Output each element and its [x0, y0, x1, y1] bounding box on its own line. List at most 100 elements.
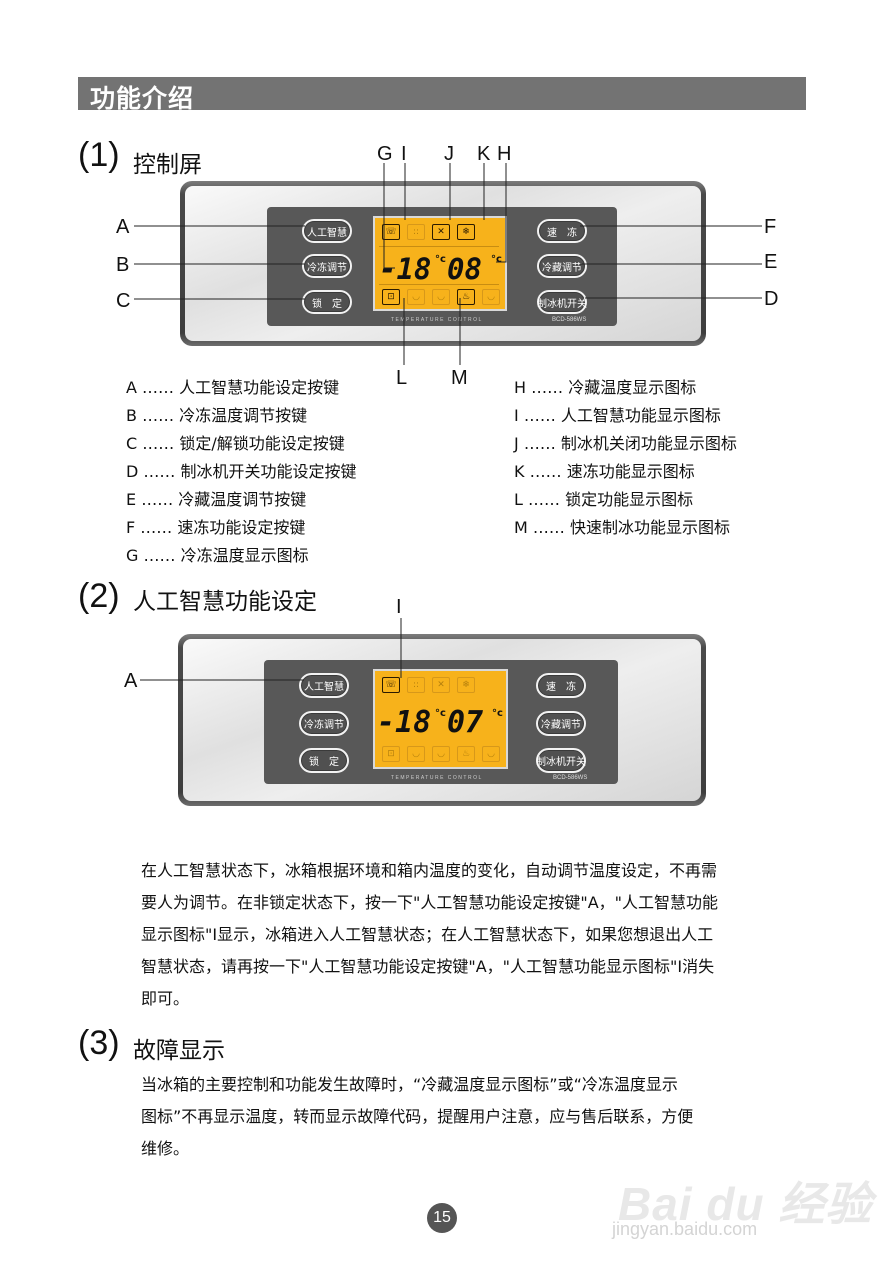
legend-left: A …… 人工智慧功能设定按键 B …… 冷冻温度调节按键 C …… 锁定/解锁…: [126, 374, 357, 570]
legend-item: G …… 冷冻温度显示图标: [126, 546, 309, 565]
legend-item: I …… 人工智慧功能显示图标: [514, 406, 721, 425]
baidu-watermark-url: jingyan.baidu.com: [612, 1219, 758, 1239]
lcd-top-icons: ☏ :: ✕ ❄: [382, 677, 475, 693]
section1-number: (1): [78, 136, 120, 174]
freezer-unit: °c: [435, 254, 446, 265]
quick-freeze-icon: ❄: [457, 677, 475, 693]
legend-item: E …… 冷藏温度调节按键: [126, 490, 307, 509]
blank-indicator-icon: ::: [407, 677, 425, 693]
freezer-temp-display: -18: [377, 705, 432, 740]
lcd-divider-bottom: [379, 284, 499, 285]
quick-freeze-button[interactable]: 速 冻: [537, 219, 587, 243]
callout-i: I: [401, 143, 407, 165]
icemaker-off-icon: ✕: [432, 224, 450, 240]
legend-item: L …… 锁定功能显示图标: [514, 490, 694, 509]
blank-indicator-icon: ◡: [482, 289, 500, 305]
section3-title: 故障显示: [133, 1038, 225, 1064]
icemaker-switch-button[interactable]: 制冰机开关: [537, 290, 587, 314]
section3-number: (3): [78, 1024, 120, 1062]
blank-indicator-icon: ◡: [432, 746, 450, 762]
legend-item: H …… 冷藏温度显示图标: [514, 378, 697, 397]
blank-indicator-icon: ◡: [407, 746, 425, 762]
lock-button[interactable]: 锁 定: [302, 290, 352, 314]
fridge-unit: °c: [491, 254, 502, 265]
section2-number: (2): [78, 577, 120, 615]
lock-indicator-icon: ⊡: [382, 746, 400, 762]
lcd-bottom-icons: ⊡ ◡ ◡ ♨ ◡: [382, 746, 500, 762]
legend-item: C …… 锁定/解锁功能设定按键: [126, 434, 345, 453]
ai-wisdom-button[interactable]: 人工智慧: [299, 673, 349, 698]
legend-item: M …… 快速制冰功能显示图标: [514, 518, 731, 537]
lcd-bottom-icons: ⊡ ◡ ◡ ♨ ◡: [382, 289, 500, 305]
blank-indicator-icon: ◡: [407, 289, 425, 305]
callout-g: G: [377, 143, 393, 165]
legend-item: J …… 制冰机关闭功能显示图标: [514, 434, 737, 453]
callout-b: B: [116, 254, 130, 276]
section-header-bar: [78, 77, 806, 110]
callout-h: H: [497, 143, 512, 165]
paragraph-line: 智慧状态，请再按一下"人工智慧功能设定按键"A，"人工智慧功能显示图标"I消失: [141, 957, 715, 976]
legend-item: F …… 速冻功能设定按键: [126, 518, 306, 537]
callout-f: F: [764, 216, 777, 238]
lcd-display: ☏ :: ✕ ❄ -18 °c 07 °c ⊡ ◡ ◡ ♨ ◡: [373, 669, 508, 769]
fridge-adjust-button[interactable]: 冷藏调节: [537, 254, 587, 278]
legend-item: A …… 人工智慧功能设定按键: [126, 378, 340, 397]
freezer-temp-display: -18: [379, 252, 432, 286]
panel-face: 人工智慧 冷冻调节 锁 定 ☏ :: ✕ ❄ -18 °c 08 °c ⊡ ◡: [267, 207, 617, 326]
legend-item: D …… 制冰机开关功能设定按键: [126, 462, 357, 481]
legend-item: B …… 冷冻温度调节按键: [126, 406, 308, 425]
model-number: BCD-586WS: [552, 317, 587, 323]
callout-e: E: [764, 251, 778, 273]
fridge-temp-display: 07: [447, 705, 484, 740]
lcd-divider: [379, 246, 499, 247]
blank-indicator-icon: ◡: [482, 746, 500, 762]
lock-indicator-icon: ⊡: [382, 289, 400, 305]
legend-right: H …… 冷藏温度显示图标 I …… 人工智慧功能显示图标 J …… 制冰机关闭…: [514, 374, 737, 542]
callout-k: K: [477, 143, 491, 165]
callout-i: I: [396, 596, 402, 618]
blank-indicator-icon: ◡: [432, 289, 450, 305]
ai-indicator-icon: ☏: [382, 224, 400, 240]
icemaker-off-icon: ✕: [432, 677, 450, 693]
ai-indicator-icon: ☏: [382, 677, 400, 693]
freezer-unit: °c: [435, 708, 446, 719]
blank-indicator-icon: ::: [407, 224, 425, 240]
paragraph-line: 图标”不再显示温度，转而显示故障代码，提醒用户注意，应与售后联系，方便: [141, 1107, 694, 1126]
page-title: 功能介绍: [90, 84, 195, 113]
paragraph-line: 维修。: [141, 1139, 190, 1158]
callout-lines-2: [140, 618, 402, 681]
freezer-adjust-button[interactable]: 冷冻调节: [302, 254, 352, 278]
quick-freeze-icon: ❄: [457, 224, 475, 240]
ai-wisdom-button[interactable]: 人工智慧: [302, 219, 352, 243]
section2-paragraph: 在人工智慧状态下，冰箱根据环境和箱内温度的变化，自动调节温度设定，不再需 要人为…: [141, 855, 811, 1015]
quick-freeze-button[interactable]: 速 冻: [536, 673, 586, 698]
callout-j: J: [444, 143, 454, 165]
fast-ice-icon: ♨: [457, 289, 475, 305]
section1-title: 控制屏: [133, 152, 202, 178]
model-number: BCD-586WS: [553, 775, 588, 781]
fridge-unit: °c: [492, 708, 503, 719]
callout-c: C: [116, 290, 131, 312]
icemaker-switch-button[interactable]: 制冰机开关: [536, 748, 586, 773]
callout-lines-1: [134, 163, 762, 365]
control-panel-2: 人工智慧 冷冻调节 锁 定 ☏ :: ✕ ❄ -18 °c 07 °c ⊡ ◡ …: [178, 634, 706, 806]
panel-bezel: 人工智慧 冷冻调节 锁 定 ☏ :: ✕ ❄ -18 °c 07 °c ⊡ ◡ …: [183, 639, 701, 801]
callout-m: M: [451, 367, 468, 389]
callout-a: A: [116, 216, 130, 238]
paragraph-line: 即可。: [141, 989, 190, 1008]
paragraph-line: 当冰箱的主要控制和功能发生故障时，“冷藏温度显示图标”或“冷冻温度显示: [141, 1075, 678, 1094]
fast-ice-icon: ♨: [457, 746, 475, 762]
lcd-top-icons: ☏ :: ✕ ❄: [382, 224, 475, 240]
lock-button[interactable]: 锁 定: [299, 748, 349, 773]
paragraph-line: 要人为调节。在非锁定状态下，按一下"人工智慧功能设定按键"A，"人工智慧功能: [141, 893, 719, 912]
paragraph-line: 显示图标"I显示，冰箱进入人工智慧状态；在人工智慧状态下，如果您想退出人工: [141, 925, 714, 944]
baidu-watermark-logo: Bai du 经验: [618, 1178, 873, 1230]
callout-line-h: [496, 163, 507, 263]
fridge-temp-display: 08: [447, 252, 482, 286]
section2-title: 人工智慧功能设定: [133, 589, 317, 615]
callout-line-g: [383, 163, 395, 269]
fridge-adjust-button[interactable]: 冷藏调节: [536, 711, 586, 736]
freezer-adjust-button[interactable]: 冷冻调节: [299, 711, 349, 736]
temperature-control-label: TEMPERATURE CONTROL: [391, 317, 483, 323]
callout-a: A: [124, 670, 138, 692]
